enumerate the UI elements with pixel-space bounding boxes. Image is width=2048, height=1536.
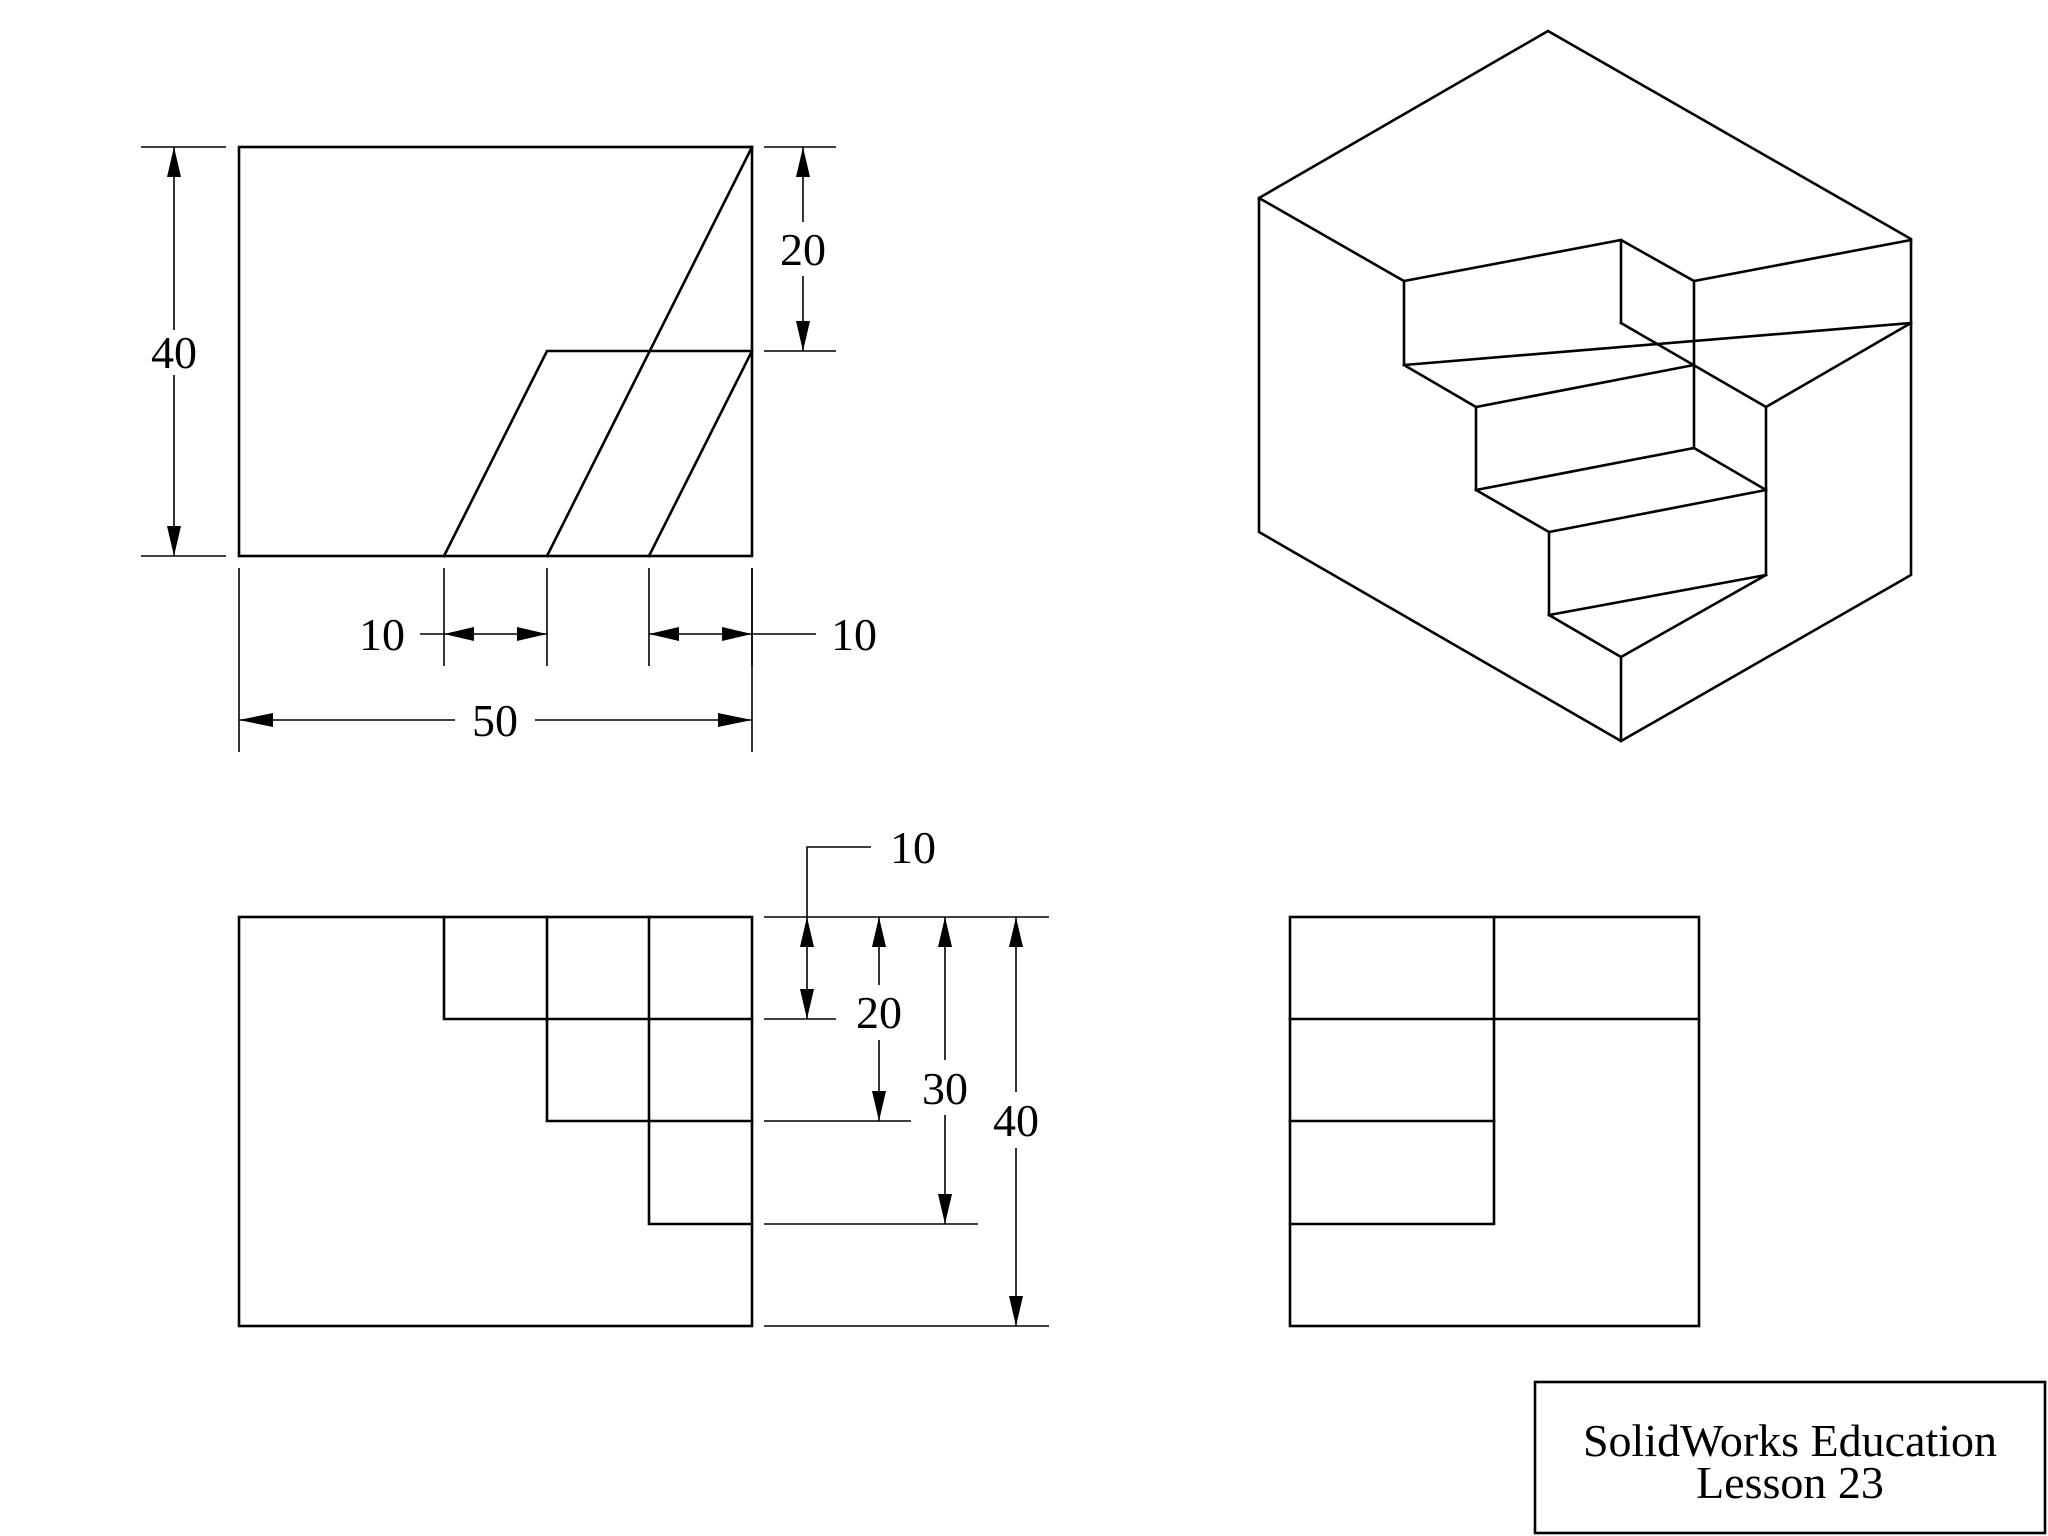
isometric-top-step-edge [1402, 238, 1913, 283]
isometric-step-edge [1547, 573, 1768, 659]
isometric-edge [1764, 321, 1913, 409]
dimension-first-step-10: 10 [800, 822, 936, 1019]
dimension-label-right-step: 10 [831, 609, 877, 660]
side-view-step-edge [1288, 915, 1496, 1226]
arrowhead [239, 713, 273, 727]
title-block-line1: SolidWorks Education [1583, 1415, 1997, 1466]
arrowhead [167, 147, 181, 177]
dimension-label-total-height: 40 [993, 1095, 1039, 1146]
arrowhead [722, 627, 752, 641]
front-view: 40 20 10 10 [141, 145, 877, 752]
isometric-view [1257, 29, 1913, 743]
top-view-step-3 [647, 915, 754, 1226]
title-block-line2: Lesson 23 [1696, 1457, 1884, 1508]
front-view-step-edge-middle [545, 145, 754, 558]
dimension-label-first-step: 10 [890, 822, 936, 873]
dimension-height-40: 40 [141, 146, 226, 557]
dimension-third-step-30: 30 [922, 917, 968, 1224]
arrowhead [800, 917, 814, 947]
title-block: SolidWorks Education Lesson 23 [1533, 1380, 2047, 1535]
isometric-edge [1547, 573, 1768, 617]
dimension-second-step-20: 20 [856, 917, 902, 1121]
arrowhead [938, 917, 952, 947]
arrowhead [167, 526, 181, 556]
arrowhead [444, 627, 474, 641]
arrowhead [872, 917, 886, 947]
arrowhead [1009, 917, 1023, 947]
dimension-label-width: 50 [472, 695, 518, 746]
dimension-upper-step-20: 20 [764, 146, 836, 352]
front-view-step-edge-left [442, 349, 754, 558]
isometric-step-edge [1474, 446, 1768, 492]
top-view: 10 20 30 40 [237, 822, 1049, 1328]
arrowhead [800, 989, 814, 1019]
isometric-edge [1257, 196, 1406, 283]
dimension-right-step-10: 10 [648, 568, 877, 666]
isometric-step-edge [1474, 488, 1768, 534]
dimension-label-height: 40 [151, 327, 197, 378]
dimension-label-upper-step: 20 [780, 224, 826, 275]
dimension-total-height-40: 40 [993, 917, 1039, 1326]
arrowhead [796, 321, 810, 351]
side-view [1288, 915, 1701, 1328]
top-view-step-1 [442, 915, 754, 1021]
front-view-step-edge-right [647, 349, 754, 558]
dimension-label-left-step: 10 [359, 609, 405, 660]
arrowhead [718, 713, 752, 727]
arrowhead [872, 1091, 886, 1121]
arrowhead [649, 627, 679, 641]
top-view-step-2 [545, 915, 754, 1123]
dimension-left-step-10: 10 [359, 568, 548, 666]
arrowhead [796, 147, 810, 177]
dimension-label-third-step: 30 [922, 1063, 968, 1114]
title-block-border [1533, 1380, 2047, 1535]
arrowhead [938, 1194, 952, 1224]
dimension-label-second-step: 20 [856, 987, 902, 1038]
arrowhead [517, 627, 547, 641]
dimension-width-50: 50 [238, 568, 753, 752]
isometric-step-edge [1402, 363, 1696, 409]
arrowhead [1009, 1296, 1023, 1326]
